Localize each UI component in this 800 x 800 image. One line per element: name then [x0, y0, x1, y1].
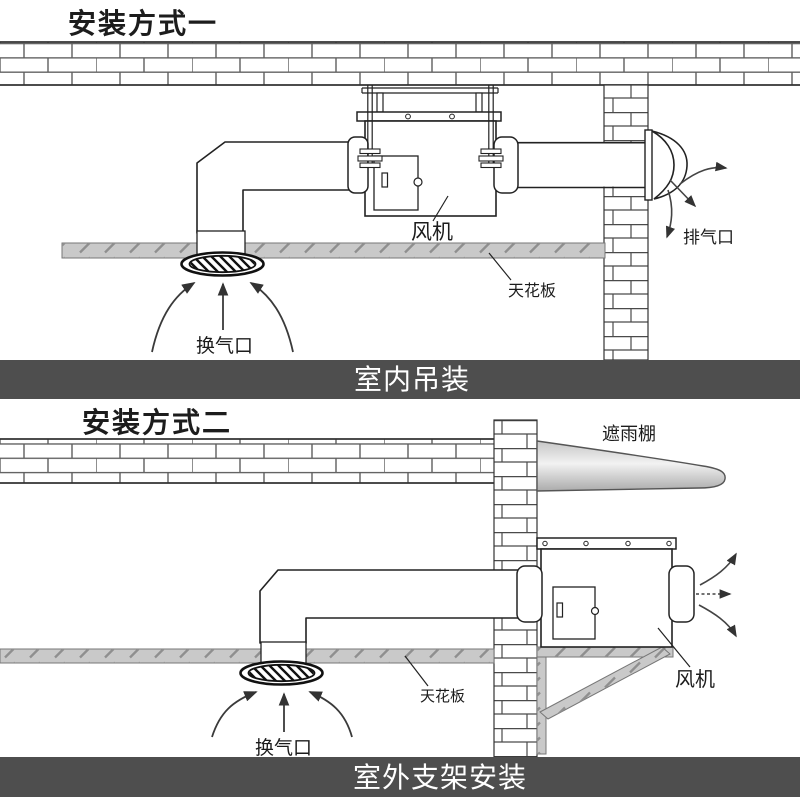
- intake-airflow-arrows-1: [151, 282, 294, 353]
- section-2-outdoor: 安装方式二 遮雨棚: [0, 406, 800, 797]
- ceiling-label-leader-2: [404, 655, 429, 687]
- fan-top-flange-1: [356, 111, 502, 122]
- access-door-1: [373, 155, 419, 211]
- wall-column-1: [603, 84, 649, 361]
- rain-shelter: [536, 440, 726, 492]
- door-handle-2: [556, 602, 564, 618]
- hanger-frame-1: [361, 87, 499, 113]
- flange-screw: [449, 113, 455, 120]
- fan-unit-2: [516, 537, 695, 648]
- outlet-airflow-arrows-2: [696, 552, 737, 638]
- duct-collar-left-2: [516, 565, 543, 623]
- ceiling-brick-wall-2: [0, 438, 495, 484]
- ceiling-label-leader-1: [488, 252, 512, 281]
- ceiling-brick-wall-1: [0, 41, 800, 86]
- brick-band-1: [0, 42, 800, 85]
- section2-title: 安装方式二: [82, 406, 232, 439]
- exhaust-duct-1: [496, 141, 646, 189]
- ceiling-panel-2: [0, 648, 495, 664]
- ceiling-label-2: 天花板: [420, 687, 465, 705]
- ceiling-label-1: 天花板: [508, 281, 556, 300]
- flange-screw: [625, 540, 631, 547]
- exhaust-hood-1: [644, 129, 688, 201]
- flange-screw: [666, 540, 672, 547]
- section1-title: 安装方式一: [68, 7, 218, 40]
- intake-vent-1: [180, 251, 265, 277]
- hanger-rods-1: [357, 85, 504, 169]
- duct-collar-right-2: [668, 565, 695, 623]
- ceiling-panel-1: [61, 242, 606, 259]
- fan-unit-1: [347, 111, 519, 217]
- section2-banner: 室外支架安装: [0, 757, 800, 797]
- section-1-indoor: 安装方式一: [0, 7, 800, 399]
- door-handle-1: [381, 172, 389, 188]
- fan-label-2: 风机: [675, 667, 715, 691]
- shelter-label: 遮雨棚: [602, 424, 656, 445]
- flange-screw: [405, 113, 411, 120]
- section2-banner-text: 室外支架安装: [353, 761, 527, 794]
- flange-screw: [583, 540, 589, 547]
- fan-top-flange-2: [536, 537, 677, 550]
- exhaust-airflow-arrows-1: [665, 161, 728, 239]
- door-notch-1: [413, 177, 423, 187]
- intake-vent-2: [239, 660, 324, 686]
- intake-label-2: 换气口: [255, 737, 312, 759]
- door-notch-2: [590, 606, 600, 616]
- intake-airflow-arrows-2: [211, 691, 353, 738]
- fan-label-1: 风机: [411, 220, 453, 244]
- fan-label-leader-2: [657, 627, 691, 668]
- exhaust-label-1: 排气口: [683, 228, 734, 248]
- intake-label-1: 换气口: [196, 335, 253, 357]
- flange-screw: [542, 540, 548, 547]
- fan-label-leader-1: [432, 195, 449, 222]
- section1-banner-text: 室内吊装: [354, 363, 470, 396]
- section1-banner: 室内吊装: [0, 360, 800, 399]
